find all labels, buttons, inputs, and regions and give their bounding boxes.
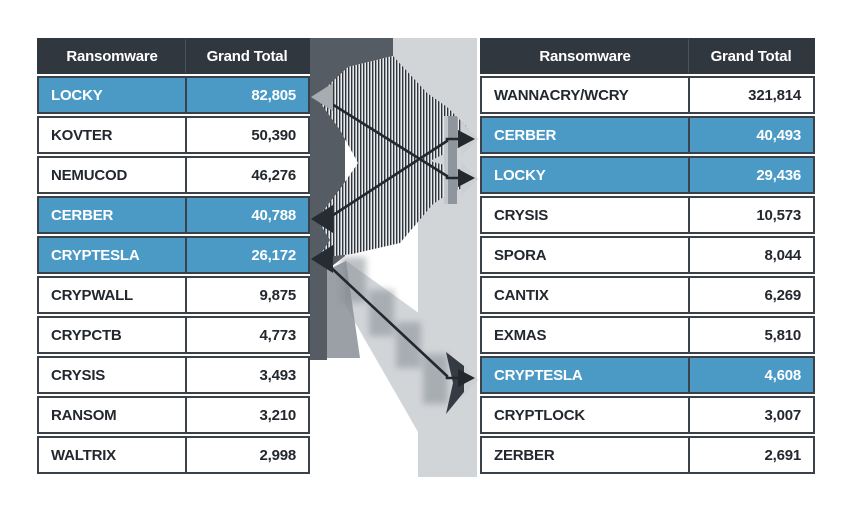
ransomware-name-cell: CRYSIS (37, 356, 185, 394)
ransomware-name-cell: KOVTER (37, 116, 185, 154)
ransomware-name-cell: SPORA (480, 236, 688, 274)
ransomware-name-cell: ZERBER (480, 436, 688, 474)
ransomware-name-cell: LOCKY (37, 76, 185, 114)
ransomware-name-cell: CRYPTESLA (480, 356, 688, 394)
grand-total-cell: 3,210 (185, 396, 310, 434)
locky-left-arrowhead-icon (311, 83, 333, 111)
grand-total-cell: 40,788 (185, 196, 310, 234)
grand-total-cell: 2,691 (688, 436, 815, 474)
grand-total-cell: 4,773 (185, 316, 310, 354)
flow-gray-fan (327, 261, 360, 358)
ransomware-name-cell: CANTIX (480, 276, 688, 314)
cerber-flow-line (323, 137, 462, 223)
ransomware-name-cell: CERBER (37, 196, 185, 234)
grand-total-cell: 46,276 (185, 156, 310, 194)
ransomware-name-cell: CERBER (480, 116, 688, 154)
grand-total-cell: 29,436 (688, 156, 815, 194)
ransomware-name-cell: WANNACRY/WCRY (480, 76, 688, 114)
right-table-header-row: Ransomware Grand Total (480, 38, 815, 74)
flow-hatched-shape (316, 56, 470, 258)
grand-total-cell: 3,007 (688, 396, 815, 434)
flow-staircase (341, 257, 448, 404)
grand-total-cell: 6,269 (688, 276, 815, 314)
grand-total-cell: 82,805 (185, 76, 310, 114)
ransomware-name-cell: CRYPWALL (37, 276, 185, 314)
flow-diagram (310, 38, 478, 477)
grand-total-cell: 9,875 (185, 276, 310, 314)
cryptesla-flow-line (323, 260, 462, 380)
right-header-grand-total: Grand Total (688, 38, 815, 74)
grand-total-cell: 40,493 (688, 116, 815, 154)
ransomware-name-cell: LOCKY (480, 156, 688, 194)
ransomware-name-cell: WALTRIX (37, 436, 185, 474)
cryptesla-dark-chevron (446, 352, 464, 414)
grand-total-cell: 321,814 (688, 76, 815, 114)
grand-total-cell: 4,608 (688, 356, 815, 394)
grand-total-cell: 8,044 (688, 236, 815, 274)
ransomware-name-cell: RANSOM (37, 396, 185, 434)
ransomware-name-cell: NEMUCOD (37, 156, 185, 194)
left-header-ransomware: Ransomware (37, 38, 185, 74)
grand-total-cell: 2,998 (185, 436, 310, 474)
grand-total-cell: 50,390 (185, 116, 310, 154)
locky-flow-line (323, 97, 462, 180)
flow-elbow-bar-highlight (444, 116, 448, 204)
cerber-left-arrowhead-icon (311, 205, 333, 233)
grand-total-cell: 3,493 (185, 356, 310, 394)
cryptesla-left-arrowhead-icon (311, 245, 333, 273)
cerber-right-arrowhead-icon (458, 130, 475, 148)
left-header-grand-total: Grand Total (185, 38, 310, 74)
right-header-ransomware: Ransomware (480, 38, 688, 74)
grand-total-cell: 26,172 (185, 236, 310, 274)
left-table-header-row: Ransomware Grand Total (37, 38, 310, 74)
ransomware-name-cell: CRYPTESLA (37, 236, 185, 274)
flow-dark-band (310, 38, 393, 360)
locky-right-arrowhead-icon (458, 169, 475, 187)
ransomware-name-cell: CRYSIS (480, 196, 688, 234)
cryptesla-right-arrowhead-icon (458, 369, 475, 387)
ransomware-name-cell: CRYPCTB (37, 316, 185, 354)
ransomware-name-cell: CRYPTLOCK (480, 396, 688, 434)
ransomware-name-cell: EXMAS (480, 316, 688, 354)
grand-total-cell: 5,810 (688, 316, 815, 354)
grand-total-cell: 10,573 (688, 196, 815, 234)
